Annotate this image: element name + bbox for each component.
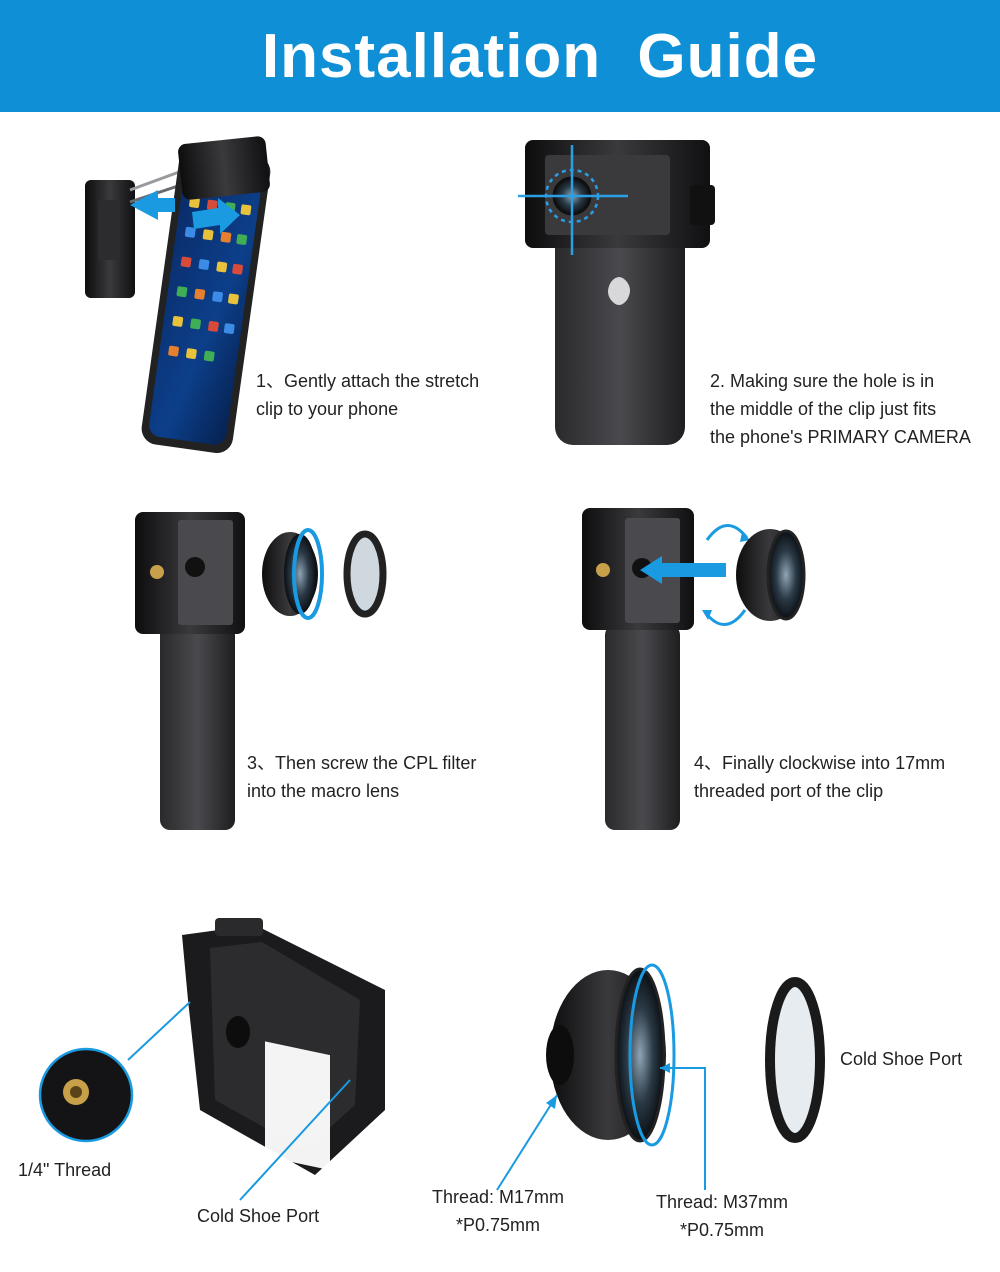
callout-line-coldshoe: [239, 1079, 351, 1201]
header-banner: Installation Guide: [0, 0, 1000, 112]
step3-illustration: [135, 512, 387, 830]
phone-back: [555, 200, 685, 445]
cold-shoe-port-label-filter: Cold Shoe Port: [840, 1049, 963, 1069]
step1-illustration: [85, 136, 271, 454]
cold-shoe-port-label-clip: Cold Shoe Port: [197, 1206, 320, 1226]
step2-illustration: [518, 140, 715, 445]
cpl-filter-large: [765, 977, 825, 1143]
grip-handle: [160, 625, 235, 830]
callout-line-m37: [660, 1067, 706, 1190]
thread-m37-label: Thread: M37mm *P0.75mm: [656, 1192, 789, 1240]
thread-m17-label: Thread: M17mm *P0.75mm: [432, 1187, 565, 1235]
push-arrow: [130, 190, 175, 220]
clip-detail-illustration: [38, 918, 385, 1201]
step1-caption: 1、Gently attach the stretch clip to your…: [256, 371, 480, 419]
slide-arrow: [192, 198, 240, 234]
step4-illustration: [582, 508, 806, 830]
page-title: Installation Guide: [261, 21, 819, 91]
clip-upper-bar: [178, 136, 270, 200]
cpl-filter: [343, 530, 387, 618]
step2-caption: 2. Making sure the hole is in the middle…: [710, 371, 971, 447]
callout-line-thread: [127, 1001, 191, 1061]
quarter-thread-label: 1/4" Thread: [18, 1160, 112, 1180]
step3-caption: 3、Then screw the CPL filter into the mac…: [247, 753, 477, 801]
lens-detail-illustration: [496, 963, 825, 1191]
grip-handle: [605, 625, 680, 830]
callout-line-m17: [496, 1094, 558, 1191]
step4-caption: 4、Finally clockwise into 17mm threaded p…: [694, 753, 946, 801]
insert-arrow: [640, 556, 726, 584]
